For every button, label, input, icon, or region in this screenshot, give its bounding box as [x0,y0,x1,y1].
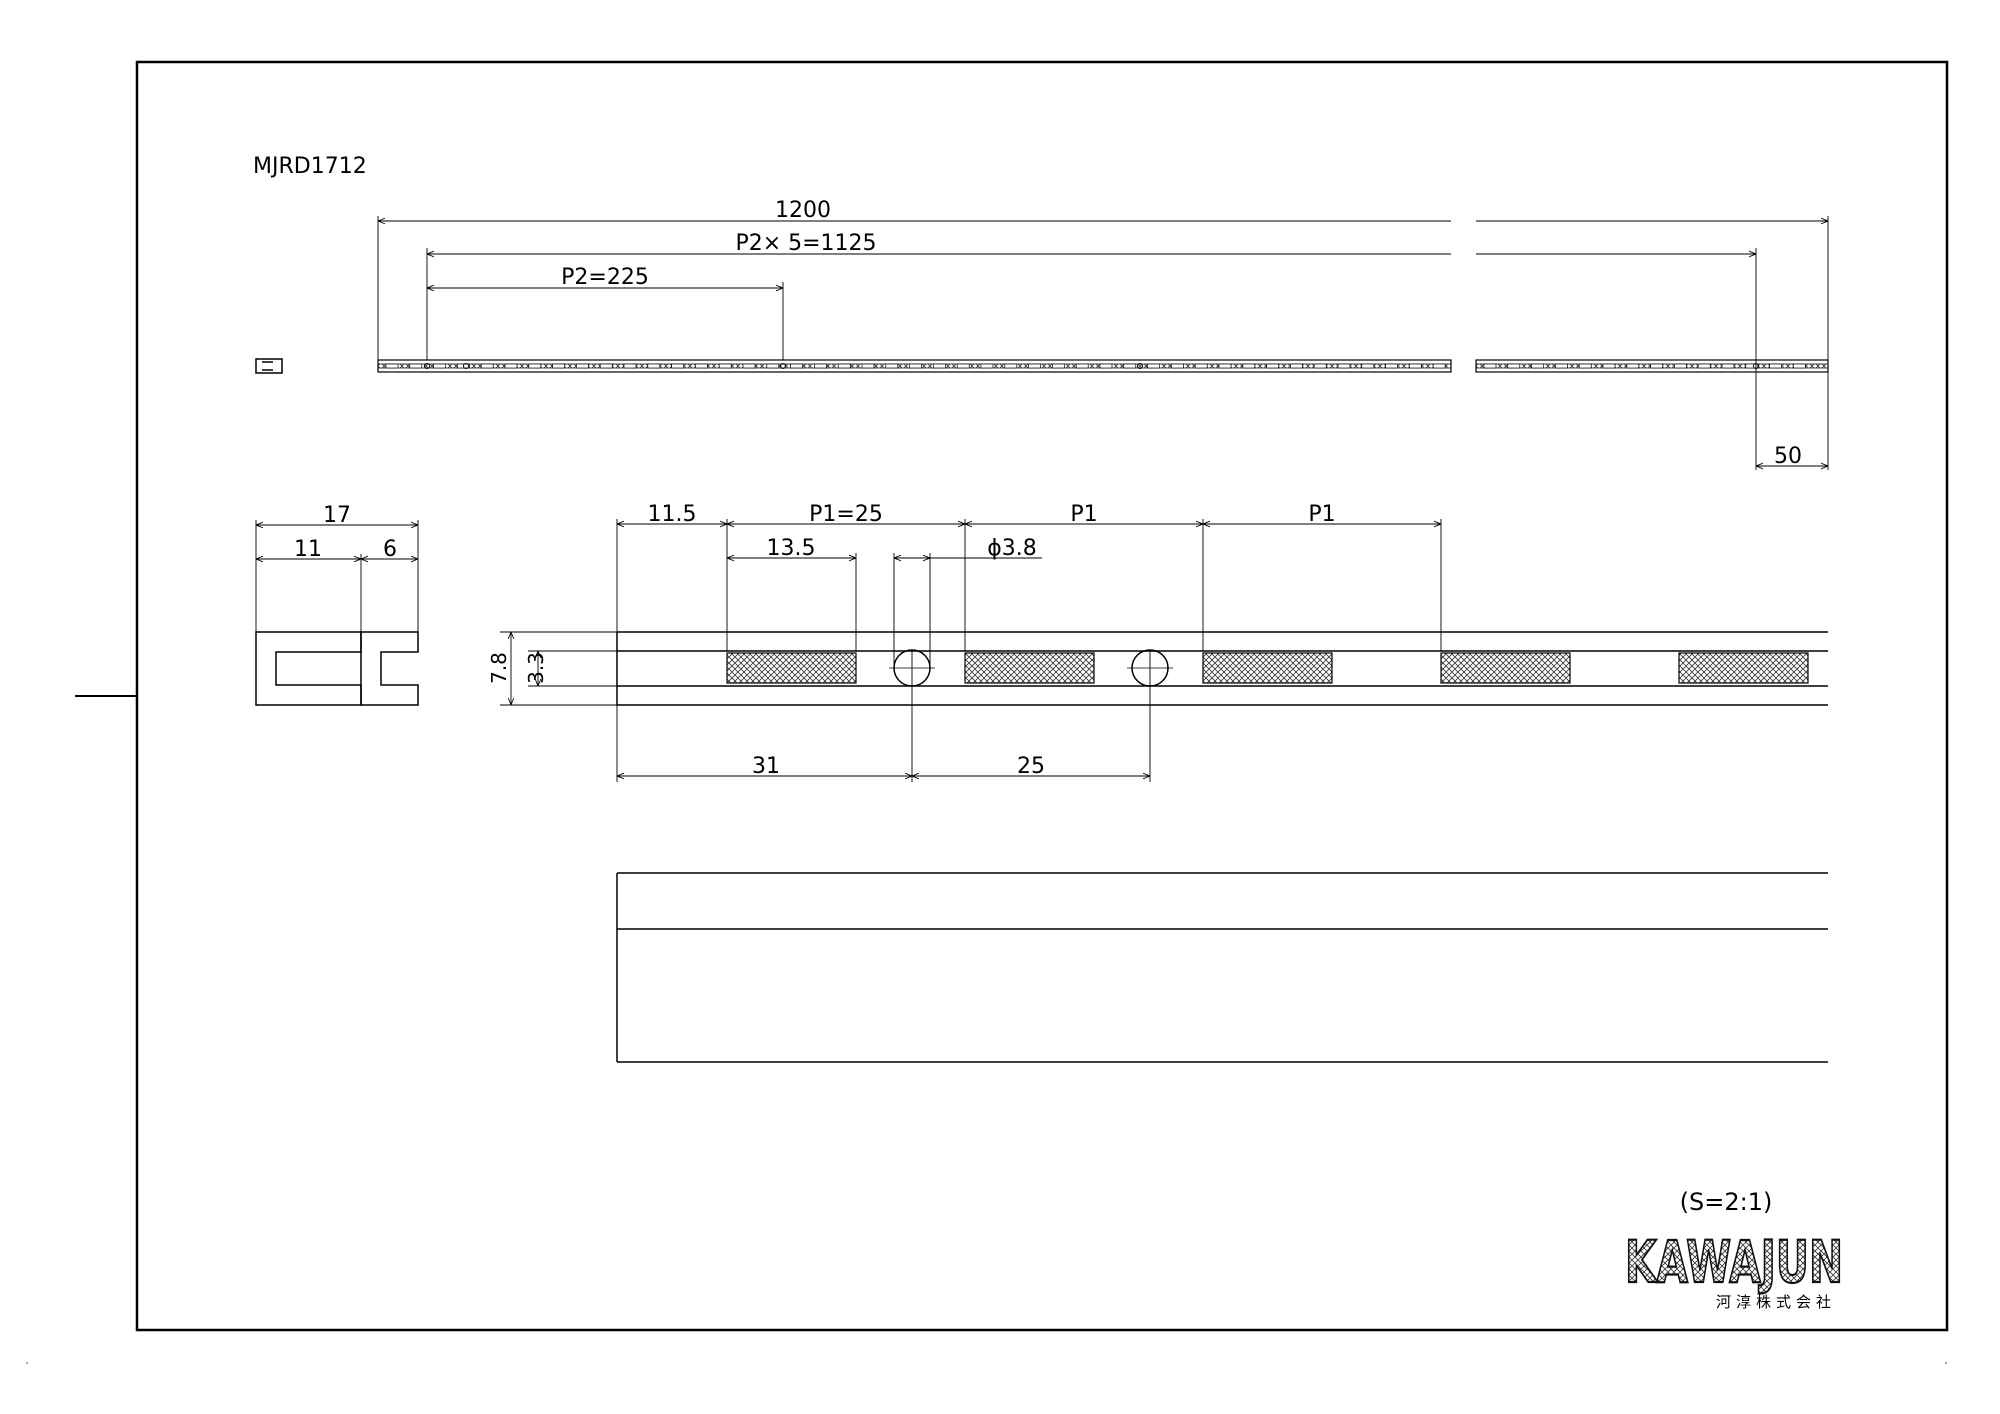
model-code: MJRD1712 [253,154,367,179]
rail-slot [1769,363,1782,369]
rail-slot [1674,363,1687,369]
dim-hole-pitch: 25 [1017,754,1045,779]
brand-name: KAWAJUN [1625,1228,1843,1296]
profile-icon [255,358,283,374]
rail-slot [433,363,446,369]
top-view [255,216,1829,470]
corner-dot-left [26,1362,28,1364]
detail-slot [964,652,1095,684]
dim-width-left: 11 [294,537,322,562]
detail-slot [726,652,857,684]
rail-slot [885,363,899,369]
side-view [616,872,1828,1063]
drawing-border [135,60,1949,1332]
dim-start-offset: 11.5 [648,502,697,527]
rail-slot [1650,363,1663,369]
dim-pitch-first: P1=25 [809,502,883,527]
rail-slot [718,363,732,369]
rail-slot [1147,363,1160,369]
rail-slot [1004,363,1018,369]
rail-slot [671,363,684,369]
rail-slot [1385,363,1398,369]
dim-height-total: 7.8 [487,652,511,684]
rail-slot [1409,363,1422,369]
rail-slot [623,363,637,369]
rail-slot [1171,363,1184,369]
rail-slot [1745,363,1759,369]
rail-slot [409,363,423,369]
dim-width-right: 6 [383,537,397,562]
rail-slot [790,363,803,369]
brand-logo: KAWAJUN 河淳株式会社 [1624,1227,1844,1311]
dim-overall-length: 1200 [775,198,831,223]
detail-slot [1440,652,1571,684]
rail-holes [424,363,1759,369]
rail-slot [837,363,851,369]
rail-slot [480,363,494,369]
section-profile-left [255,631,362,706]
rail-slot [1361,363,1375,369]
rail-slot [814,363,827,369]
section-profile-right [360,631,419,706]
rail-slot [528,363,542,369]
rail-slot [1099,363,1113,369]
dim-pitch-3: P1 [1308,502,1335,527]
detail-view [500,519,1828,782]
rail-slot [861,363,875,369]
dim-pitch-2: P1 [1070,502,1097,527]
dim-hole-offset: 31 [752,754,780,779]
detail-slot [1202,652,1333,684]
rail-slot [552,363,565,369]
rail-slot [1337,363,1351,369]
rail-slot [1793,363,1806,369]
rail-slot [1697,363,1711,369]
rail-slot [956,363,970,369]
rail-slot [933,363,946,369]
dim-hole-diameter: ϕ3.8 [987,536,1037,561]
rail-slot [1626,363,1640,369]
rail-slot [1290,363,1303,369]
rail-slot [1483,363,1497,369]
rail-slot [909,363,922,369]
rail-slot [1242,363,1256,369]
rail-slot [1194,363,1208,369]
dim-pitch-single: P2=225 [561,265,649,290]
rail-slot [599,363,613,369]
rail-slot [980,363,994,369]
corner-dot-right [1945,1362,1947,1364]
rail-slot [1313,363,1327,369]
rail-slot [1052,363,1065,369]
rail-slot [1432,363,1446,369]
rail-slot [766,363,780,369]
rail-slot [695,363,708,369]
rail-slot [1218,363,1232,369]
scale-label: (S=2:1) [1680,1188,1773,1216]
detail-slot [1678,652,1809,684]
rail-slot [1578,363,1592,369]
brand-subtitle: 河淳株式会社 [1716,1293,1836,1311]
rail-slot [647,363,661,369]
rail-slot [385,363,399,369]
dim-width-total: 17 [323,503,351,528]
section-view [255,520,419,706]
rail-slot [1028,363,1041,369]
rail-slot [1602,363,1616,369]
rail-slot [1555,363,1568,369]
dim-end-offset: 50 [1774,444,1802,469]
rail-slot [742,363,756,369]
detail-slots [726,652,1809,684]
rail-slot [504,363,518,369]
rail-slot [576,363,589,369]
rail-slot [1266,363,1279,369]
dim-pitch-total: P2× 5=1125 [735,231,876,256]
dim-slot-height: 3.3 [524,652,548,684]
rail-slot [1507,363,1521,369]
rail-slot [1531,363,1544,369]
rail-slot [1721,363,1735,369]
dim-slot-length: 13.5 [767,536,816,561]
rail-slot [1075,363,1089,369]
rail-slot [1123,363,1137,369]
